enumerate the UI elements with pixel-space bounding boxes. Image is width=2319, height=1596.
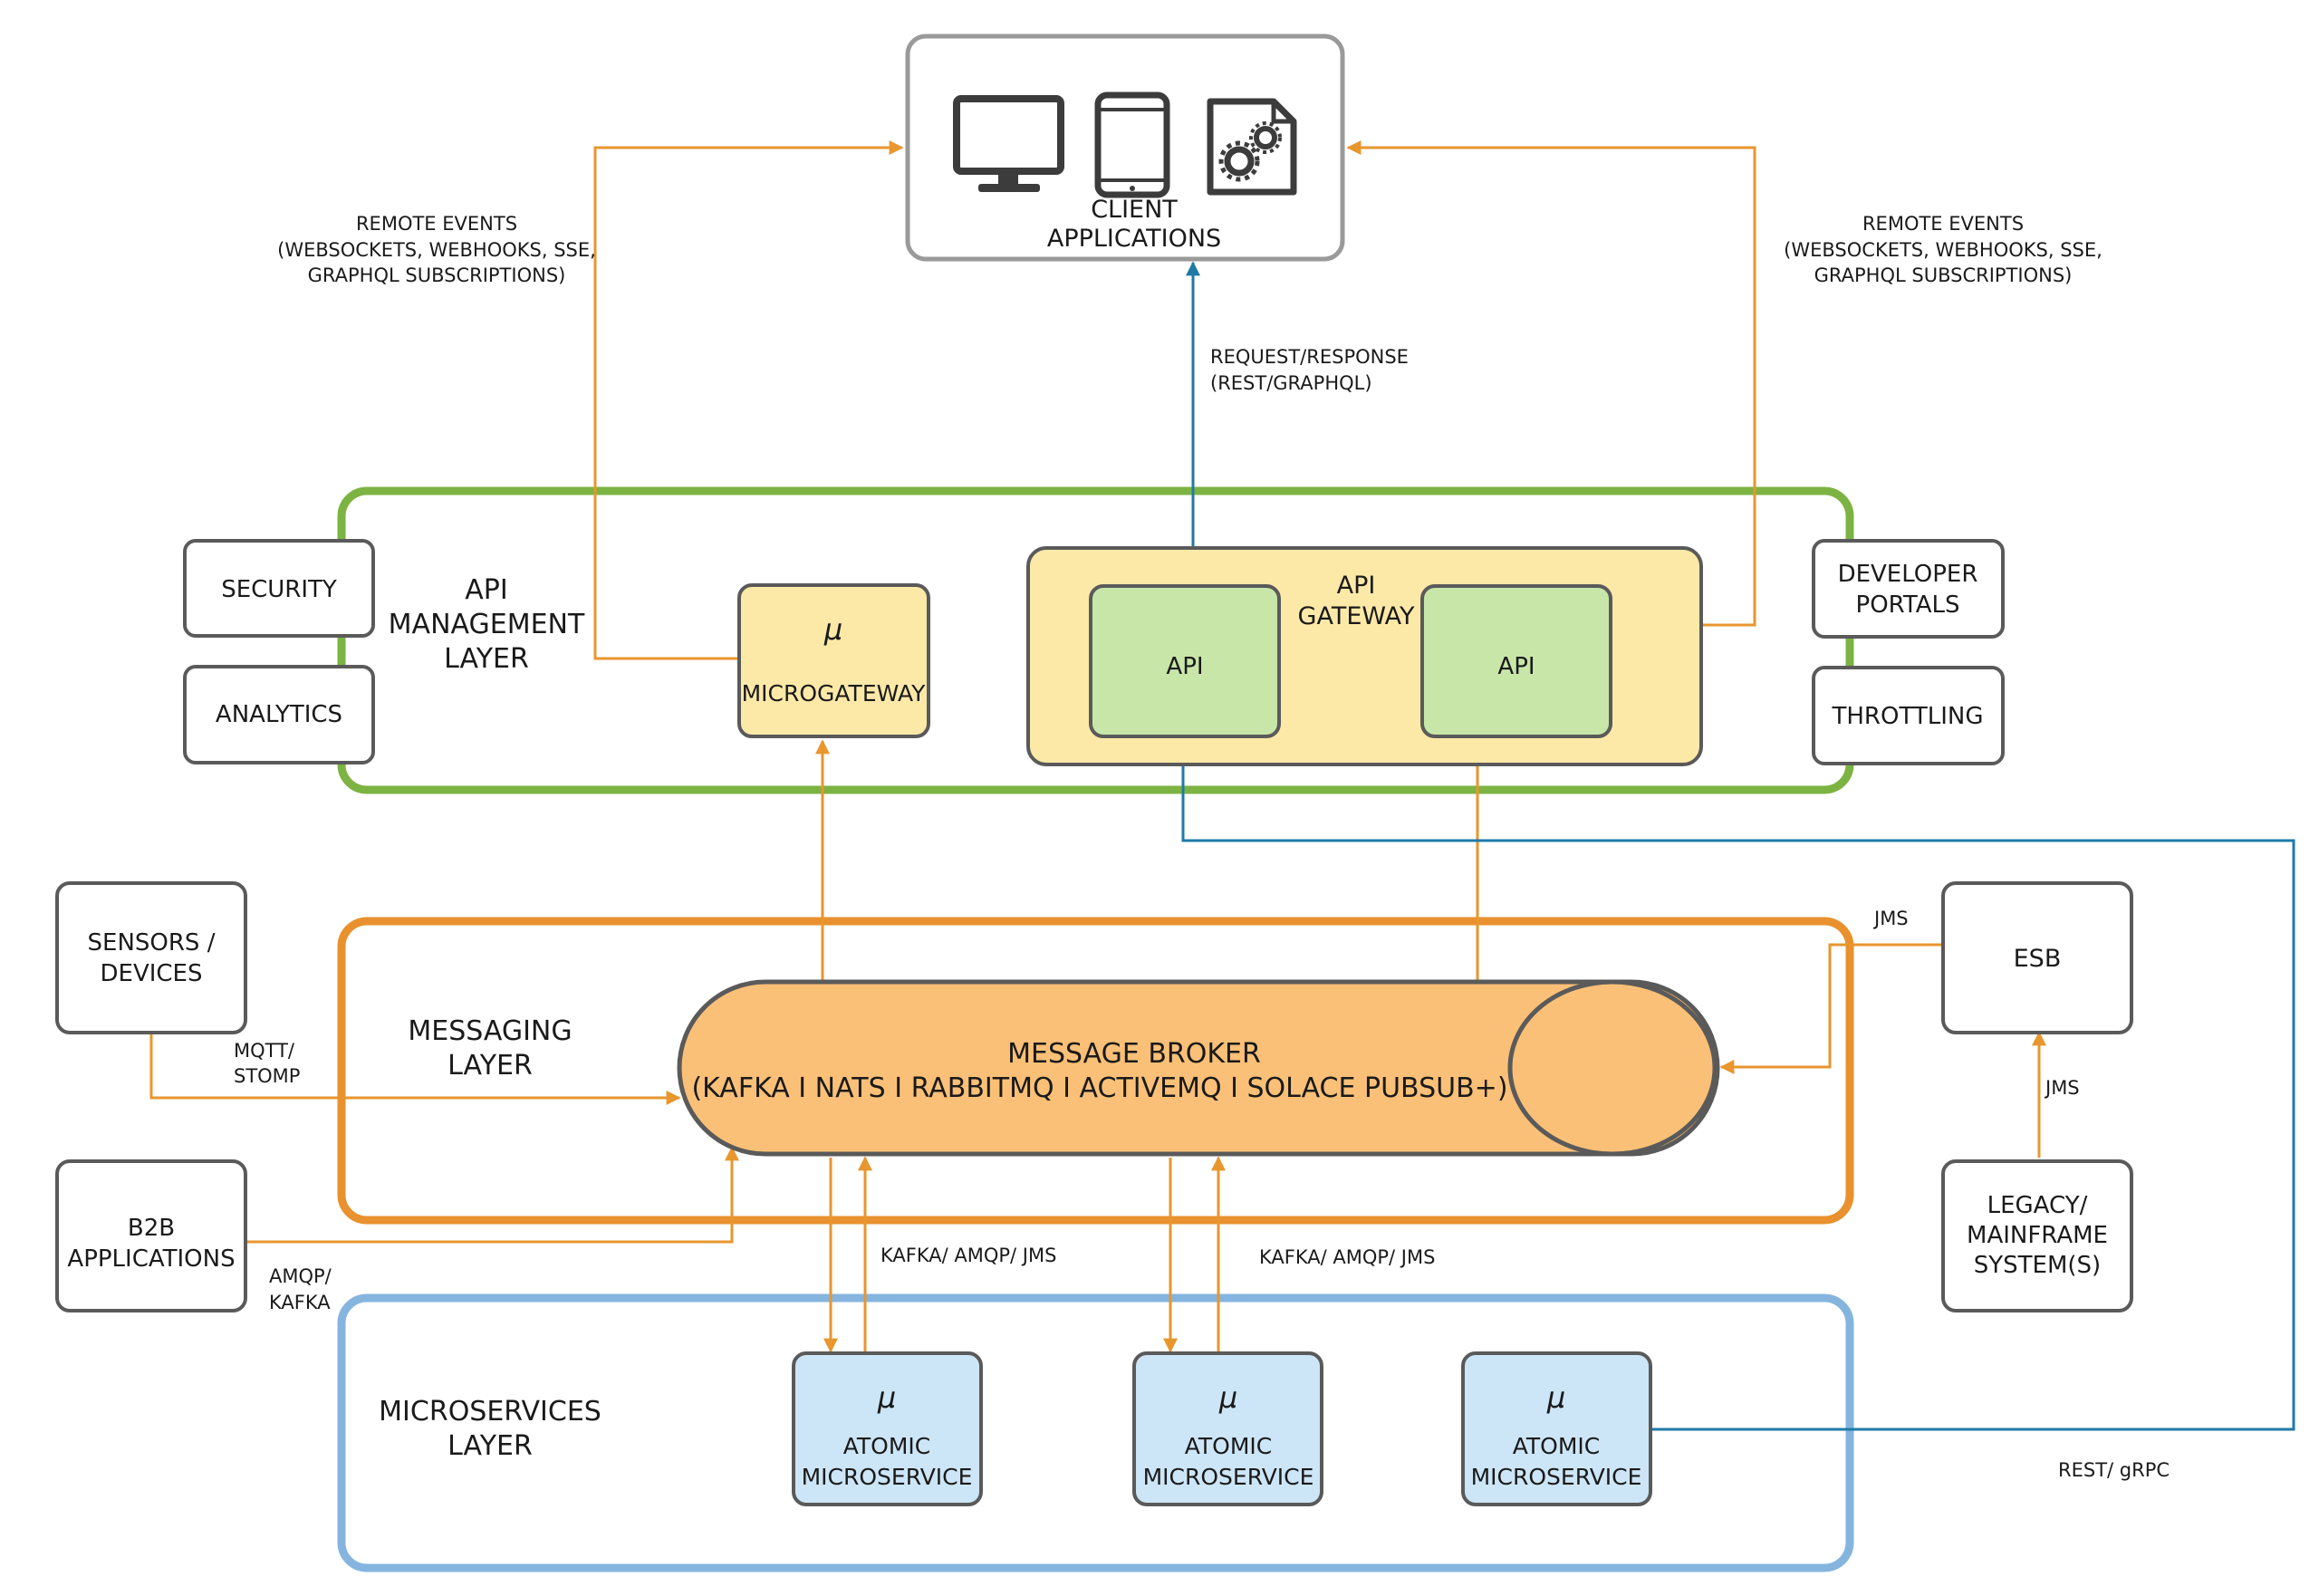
remote-events-right-line1: REMOTE EVENTS (1862, 213, 2024, 235)
messaging-layer-container (337, 917, 1854, 1225)
client-applications-box (905, 34, 1345, 262)
developer-portals-label-line1: DEVELOPER (1838, 561, 1978, 588)
rest-grpc-line (1176, 739, 2295, 1431)
legacy-mainframe-label-line3: SYSTEM(S) (1974, 1252, 2101, 1279)
atomic-microservice-1-label-line2: MICROSERVICE (802, 1464, 973, 1490)
legacy-mainframe-label-line1: LEGACY/ (1987, 1192, 2088, 1219)
rest-grpc-label: REST/ gRPC (2058, 1459, 2170, 1481)
api-management-layer-label-line3: LAYER (444, 643, 529, 675)
microgateway-label: MICROGATEWAY (742, 680, 927, 707)
remote-events-left-line1: REMOTE EVENTS (356, 213, 517, 235)
b2b-applications-label-line2: APPLICATIONS (67, 1245, 235, 1273)
remote-events-left-line2: (WEBSOCKETS, WEBHOOKS, SSE, (277, 239, 596, 261)
microservices-layer-container (337, 1293, 1854, 1572)
api-box-left (1089, 584, 1281, 738)
atomic-microservice-1-symbol: μ (877, 1380, 896, 1415)
developer-portals-box (1812, 539, 2005, 639)
sensors-to-broker-line (149, 1033, 681, 1105)
client-applications-label-line2: APPLICATIONS (1047, 225, 1221, 253)
messaging-layer-label-line1: MESSAGING (408, 1015, 572, 1047)
amqp-kafka-label-line1: AMQP/ (269, 1265, 332, 1287)
mqtt-stomp-label-line1: MQTT/ (234, 1040, 295, 1062)
client-applications-label-line1: CLIENT (1091, 196, 1178, 224)
atomic-microservice-box-1 (792, 1351, 983, 1506)
sensors-devices-box (55, 881, 247, 1034)
gears-document-icon (1207, 98, 1297, 196)
message-broker (677, 979, 1720, 1157)
atomic-microservice-box-3 (1461, 1351, 1652, 1506)
message-broker-cylinder-end (1507, 979, 1718, 1157)
analytics-box (183, 665, 375, 764)
blue-connectors (1176, 261, 2295, 1431)
atomic-microservice-3-label-line1: ATOMIC (1513, 1433, 1601, 1459)
request-response-line2: (REST/GRAPHQL) (1210, 372, 1372, 394)
legacy-mainframe-box (1941, 1159, 2133, 1312)
esb-label: ESB (2014, 945, 2062, 973)
sensors-devices-label-line1: SENSORS / (88, 929, 216, 957)
mqtt-stomp-label-line2: STOMP (234, 1065, 300, 1087)
remote-events-right-line2: (WEBSOCKETS, WEBHOOKS, SSE, (1784, 239, 2102, 261)
jms-top-label: JMS (1872, 908, 1909, 929)
legacy-mainframe-label-line2: MAINFRAME (1967, 1222, 2108, 1249)
monitor-icon (953, 95, 1064, 192)
api-gateway-label-line2: GATEWAY (1298, 602, 1415, 630)
kafka-amqp-jms-right-label: KAFKA/ AMQP/ JMS (1259, 1246, 1435, 1268)
remote-events-left-line3: GRAPHQL SUBSCRIPTIONS) (308, 264, 566, 286)
analytics-label: ANALYTICS (216, 701, 342, 728)
atomic-microservice-3-label-line2: MICROSERVICE (1471, 1464, 1642, 1490)
api-left-label: API (1166, 653, 1203, 680)
atomic-microservice-2-symbol: μ (1218, 1380, 1237, 1415)
atomic-microservice-2-label-line2: MICROSERVICE (1143, 1464, 1314, 1490)
developer-portals-label-line2: PORTALS (1856, 591, 1960, 619)
api-gateway-label-line1: API (1337, 572, 1376, 600)
esb-box (1941, 881, 2133, 1034)
api-management-layer-label-line1: API (465, 574, 507, 606)
request-response-line1: REQUEST/RESPONSE (1210, 346, 1409, 368)
messaging-layer-label-line2: LAYER (447, 1050, 533, 1082)
remote-events-left-line (593, 140, 904, 660)
throttling-box (1812, 666, 2005, 765)
message-broker-label-line1: MESSAGE BROKER (1007, 1038, 1261, 1070)
message-broker-label-line2: (KAFKA I NATS I RABBITMQ I ACTIVEMQ I SO… (691, 1072, 1507, 1104)
b2b-applications-box (55, 1159, 247, 1312)
atomic-microservice-2-label-line1: ATOMIC (1185, 1433, 1273, 1459)
api-box-right (1420, 584, 1612, 738)
jms-side-label: JMS (2044, 1077, 2080, 1099)
api-management-layer-container (337, 486, 1854, 794)
microgateway-symbol: μ (823, 612, 842, 647)
kafka-amqp-jms-left-label: KAFKA/ AMQP/ JMS (880, 1245, 1056, 1266)
api-right-label: API (1497, 653, 1535, 680)
atomic-microservice-1-label-line1: ATOMIC (843, 1433, 931, 1459)
esb-to-broker-line (1719, 943, 1943, 1074)
security-box (183, 539, 375, 638)
tablet-icon (1094, 91, 1170, 198)
b2b-to-broker-line (246, 1146, 739, 1244)
message-broker-cylinder (677, 979, 1720, 1157)
b2b-applications-label-line1: B2B (128, 1215, 175, 1242)
microservices-layer-label-line1: MICROSERVICES (379, 1396, 601, 1428)
security-label: SECURITY (221, 576, 337, 603)
api-management-layer-label-line2: MANAGEMENT (389, 609, 585, 640)
atomic-microservice-box-2 (1132, 1351, 1323, 1506)
microgateway-box (737, 583, 930, 738)
sensors-devices-label-line2: DEVICES (101, 960, 203, 987)
throttling-label: THROTTLING (1831, 703, 1983, 730)
microservices-layer-label-line2: LAYER (447, 1430, 533, 1462)
remote-events-right-line3: GRAPHQL SUBSCRIPTIONS) (1814, 264, 2073, 286)
amqp-kafka-label-line2: KAFKA (269, 1292, 331, 1313)
atomic-microservice-3-symbol: μ (1546, 1380, 1565, 1415)
